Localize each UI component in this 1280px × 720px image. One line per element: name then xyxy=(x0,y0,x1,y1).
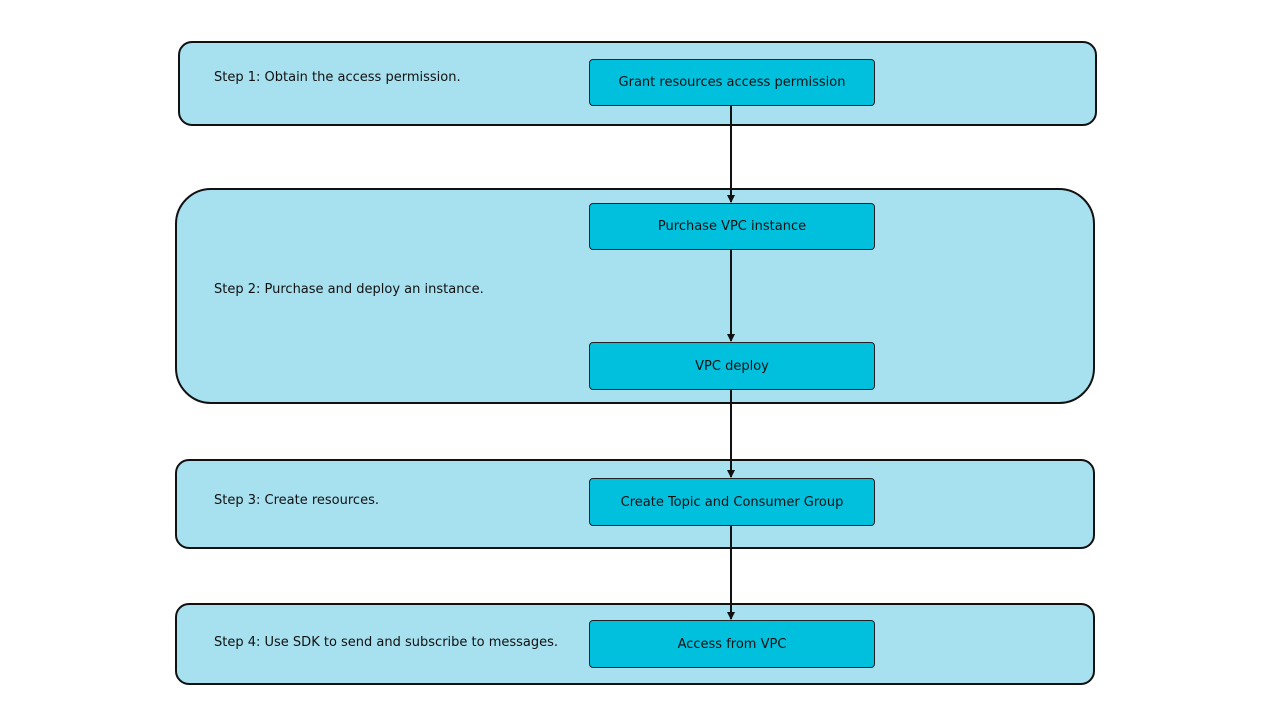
step-1-label: Step 1: Obtain the access permission. xyxy=(214,70,461,85)
vpc-deploy-node: VPC deploy xyxy=(589,342,875,390)
create-topic-node: Create Topic and Consumer Group xyxy=(589,478,875,526)
grant-permission-node: Grant resources access permission xyxy=(589,59,875,106)
step-4-label: Step 4: Use SDK to send and subscribe to… xyxy=(214,635,559,650)
purchase-vpc-instance-node: Purchase VPC instance xyxy=(589,203,875,250)
step-2-label: Step 2: Purchase and deploy an instance. xyxy=(214,282,484,297)
step-3-label: Step 3: Create resources. xyxy=(214,493,379,508)
access-from-vpc-node: Access from VPC xyxy=(589,620,875,668)
